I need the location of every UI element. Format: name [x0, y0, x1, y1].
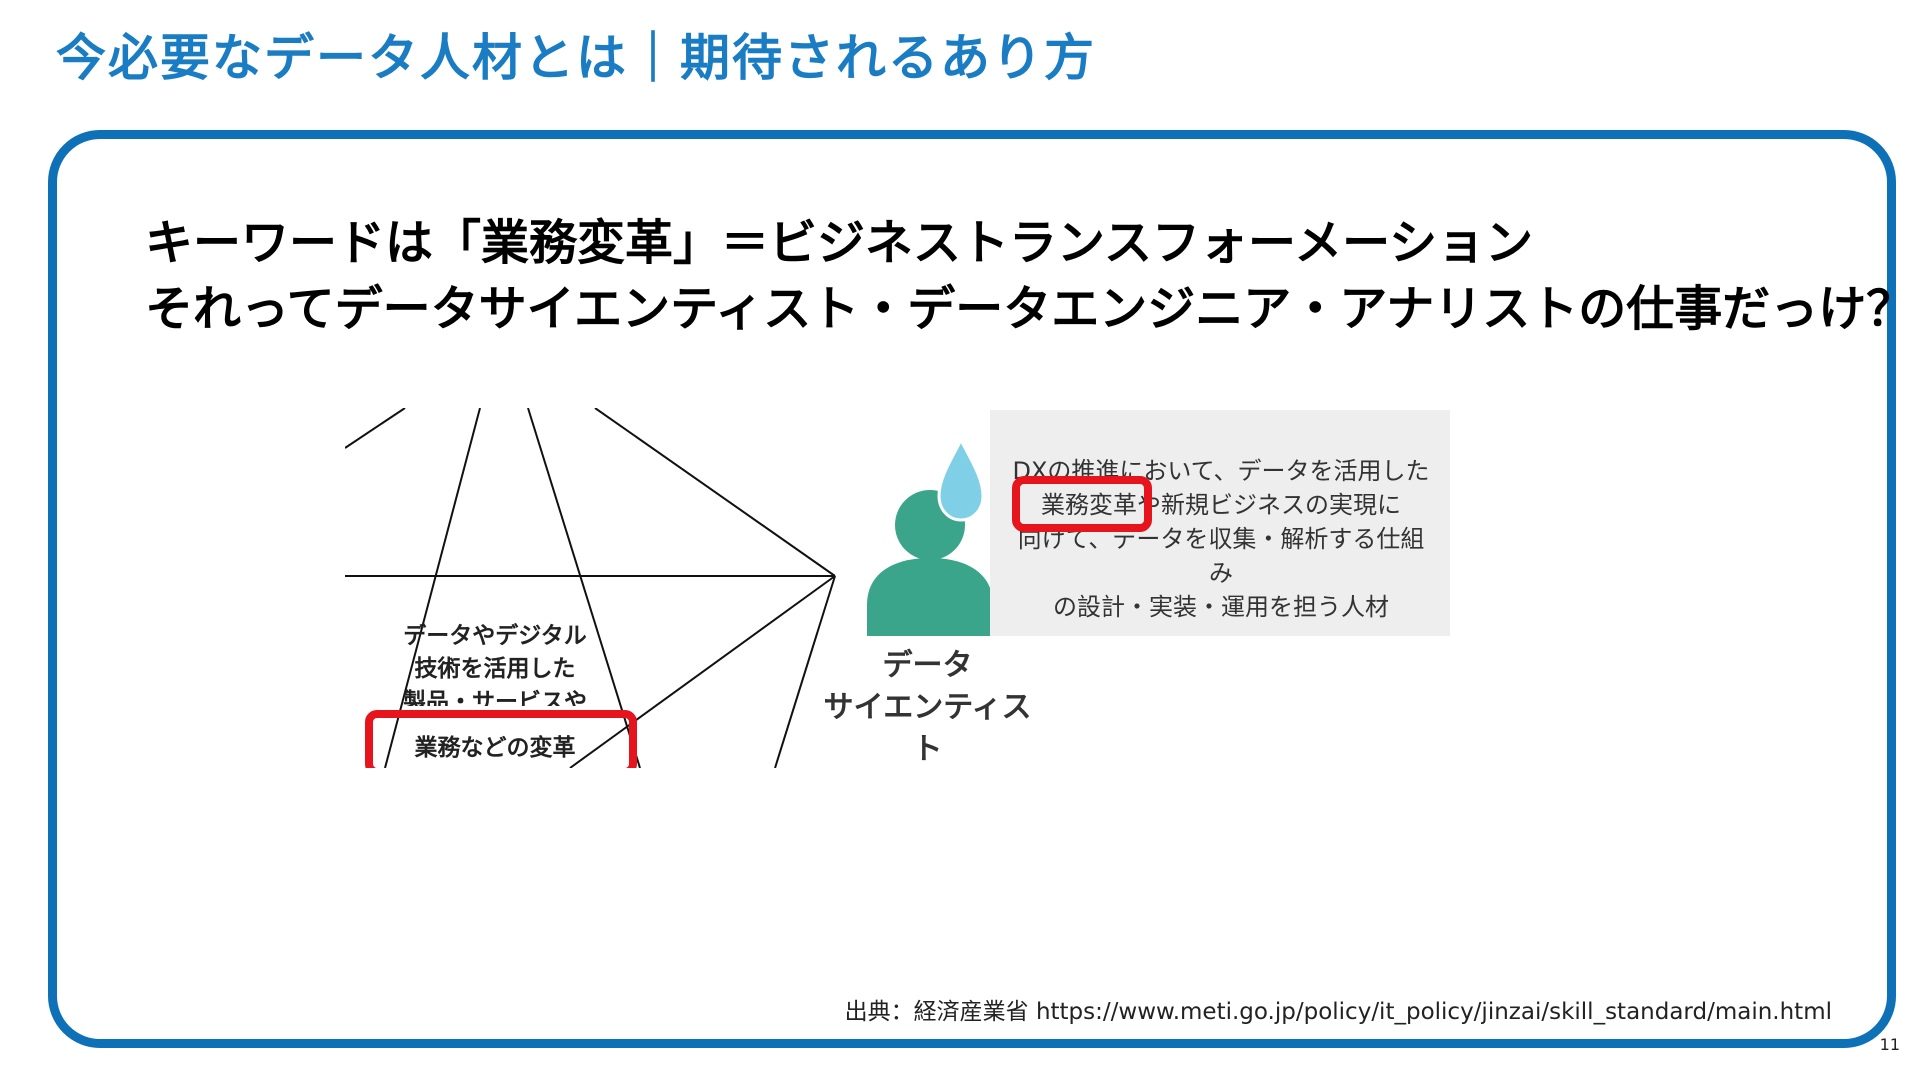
- diagram-line: [774, 575, 836, 768]
- keyword-heading: キーワードは「業務変革」＝ビジネストランスフォーメーション それってデータサイエ…: [145, 210, 1914, 342]
- diagram-line: [527, 408, 641, 768]
- diagram-lines: [345, 408, 836, 768]
- source-citation: 出典：経済産業省 https://www.meti.go.jp/policy/i…: [845, 992, 1832, 1026]
- content-frame: [48, 130, 1896, 1048]
- definition-line-2: 業務変革や新規ビジネスの実現に: [1041, 491, 1401, 519]
- page-number: 11: [1879, 1035, 1900, 1054]
- diagram-center-text: データやデジタル 技術を活用した 製品・サービスや 業務などの変革: [395, 620, 595, 761]
- slide-title: 今必要なデータ人材とは｜期待されるあり方: [56, 29, 1096, 87]
- definition-line-4: の設計・実装・運用を担う人材: [1053, 593, 1389, 621]
- definition-box: DXの推進において、データを活用した 業務変革や新規ビジネスの実現に 向けて、デ…: [990, 410, 1450, 636]
- center-line-4: 業務などの変革: [414, 735, 576, 761]
- highlight-box-definition: [1012, 476, 1152, 532]
- person-body: [867, 558, 993, 636]
- data-scientist-person-icon: [867, 440, 993, 636]
- source-url[interactable]: https://www.meti.go.jp/policy/it_policy/…: [1035, 999, 1832, 1025]
- diagram-line: [345, 408, 406, 449]
- person-label-line-1: データ: [882, 648, 973, 683]
- water-drop-icon: [937, 440, 985, 522]
- person-label-line-2: サイエンティスト: [823, 690, 1032, 767]
- highlight-box-center: [365, 710, 637, 768]
- diagram-line: [384, 408, 481, 768]
- dx-diagram-excerpt: データやデジタル 技術を活用した 製品・サービスや 業務などの変革: [345, 408, 840, 768]
- center-line-2: 技術を活用した: [414, 656, 576, 682]
- diagram-line: [594, 408, 836, 577]
- definition-line-3: 向けて、データを収集・解析する仕組み: [1017, 525, 1425, 587]
- diagram-line: [569, 575, 836, 768]
- keyword-line-1: キーワードは「業務変革」＝ビジネストランスフォーメーション: [145, 215, 1534, 271]
- data-scientist-label: データ サイエンティスト: [815, 645, 1040, 771]
- center-line-1: データやデジタル: [403, 623, 587, 649]
- source-label: 出典：経済産業省: [844, 999, 1029, 1025]
- center-line-3: 製品・サービスや: [403, 689, 587, 706]
- keyword-line-2: それってデータサイエンティスト・データエンジニア・アナリストの仕事だっけ？: [145, 281, 1915, 337]
